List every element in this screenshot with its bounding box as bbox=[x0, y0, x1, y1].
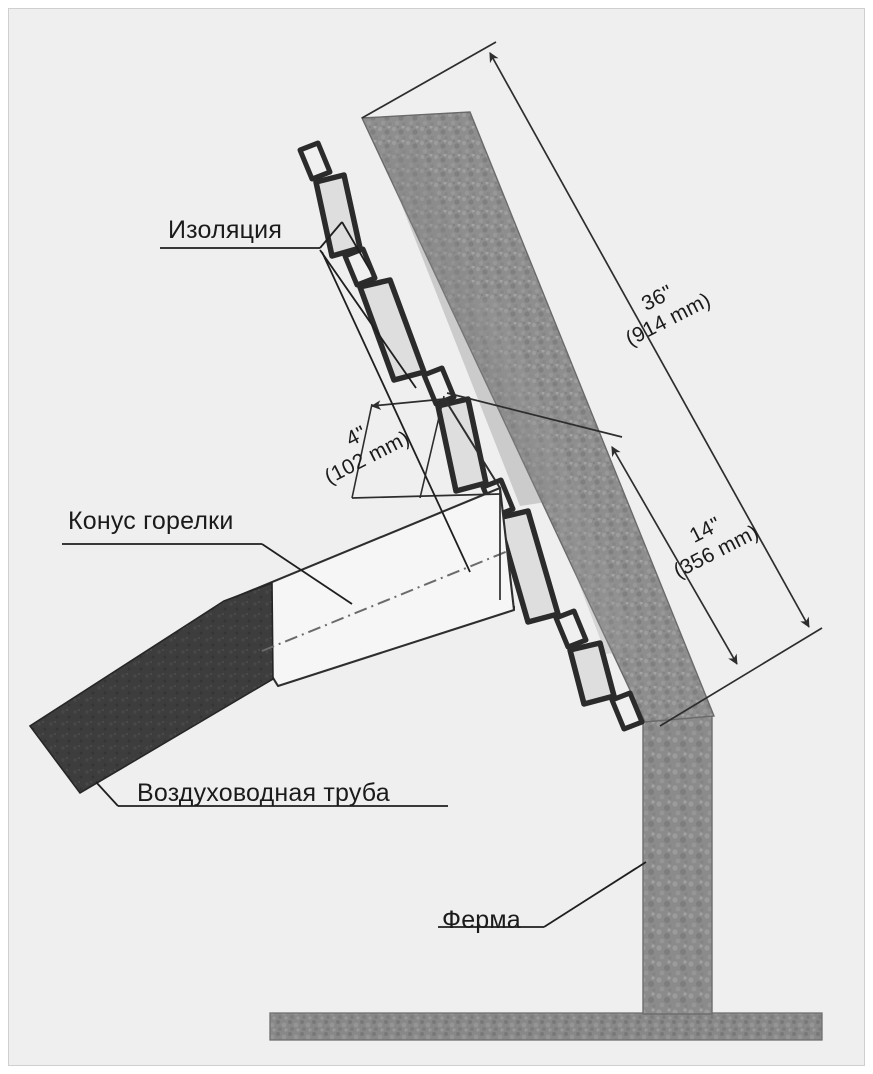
dimension-4in bbox=[351, 395, 501, 600]
leader-insulation-branch-1b bbox=[341, 221, 371, 271]
base-plate bbox=[269, 1012, 823, 1041]
callout-burner-cone: Конус горелки bbox=[68, 507, 234, 535]
callout-truss: Ферма bbox=[442, 906, 521, 934]
leader-insulation-branch-2 bbox=[319, 249, 417, 389]
leader-truss-diagonal bbox=[543, 861, 647, 928]
air-duct-pipe bbox=[28, 581, 274, 795]
leader-cone-diagonal bbox=[261, 543, 353, 605]
leader-duct-diagonal bbox=[95, 781, 119, 807]
leader-insulation-branch-1 bbox=[319, 221, 343, 249]
callout-insulation: Изоляция bbox=[168, 216, 283, 244]
dimension-14in bbox=[446, 392, 738, 665]
duct-centerline bbox=[261, 550, 509, 652]
leader-insulation-branch-3 bbox=[321, 251, 471, 573]
callout-air-duct-pipe: Воздуховодная труба bbox=[137, 779, 390, 807]
dimension-36in bbox=[361, 41, 823, 727]
leader-lines bbox=[62, 221, 647, 928]
vertical-truss-column bbox=[642, 711, 713, 1015]
